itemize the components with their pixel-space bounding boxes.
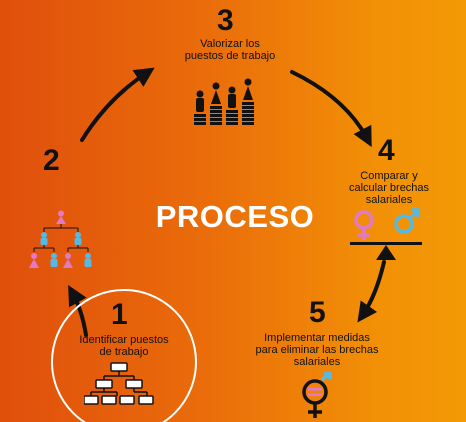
step-5-label: Implementar medidas para eliminar las br…: [255, 332, 379, 368]
step-4-number: 4: [378, 134, 395, 167]
step-1-number: 1: [111, 298, 128, 331]
gender-equality-icon: [302, 372, 332, 418]
org-chart-icon: [84, 362, 154, 405]
people-on-coins-icon: [194, 78, 254, 125]
people-hierarchy-icon: [29, 210, 92, 268]
step-3-number: 3: [217, 4, 234, 37]
step-3-label: Valorizar los puestos de trabajo: [184, 38, 276, 62]
step-2-number: 2: [43, 144, 60, 177]
arrow-2-to-3: [80, 67, 155, 142]
highlight-ring: [51, 289, 197, 422]
diagram-title: PROCESO: [155, 199, 315, 234]
arrow-3-to-4: [290, 70, 372, 148]
step-1-label: Identificar puestos de trabajo: [79, 334, 169, 358]
step-4-label: Comparar y calcular brechas salariales: [348, 170, 430, 206]
gender-balance-icon: [350, 208, 422, 260]
step-5-number: 5: [309, 296, 326, 329]
arrow-4-to-5: [357, 260, 386, 323]
